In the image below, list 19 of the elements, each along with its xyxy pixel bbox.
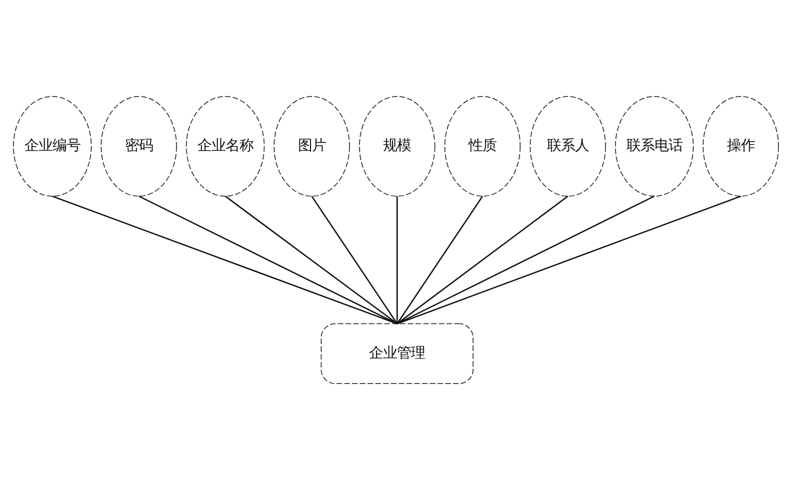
node-ellipse: 图片	[274, 96, 350, 196]
connector	[224, 195, 398, 324]
node-ellipse: 联系人	[530, 96, 606, 196]
connector	[396, 196, 398, 324]
node-ellipse: 规模	[359, 96, 436, 196]
node-ellipse: 企业名称	[186, 96, 265, 196]
connector	[396, 195, 568, 324]
connector	[138, 195, 398, 324]
connector	[396, 195, 742, 324]
node-ellipse: 联系电话	[614, 96, 694, 196]
connector	[311, 195, 398, 324]
node-ellipse: 密码	[100, 96, 177, 196]
connector	[396, 195, 655, 324]
connector	[52, 195, 398, 324]
node-ellipse: 企业编号	[12, 96, 92, 196]
node-ellipse: 操作	[702, 96, 779, 196]
connector	[396, 195, 484, 324]
node-box: 企业管理	[320, 322, 474, 384]
node-ellipse: 性质	[444, 96, 521, 196]
